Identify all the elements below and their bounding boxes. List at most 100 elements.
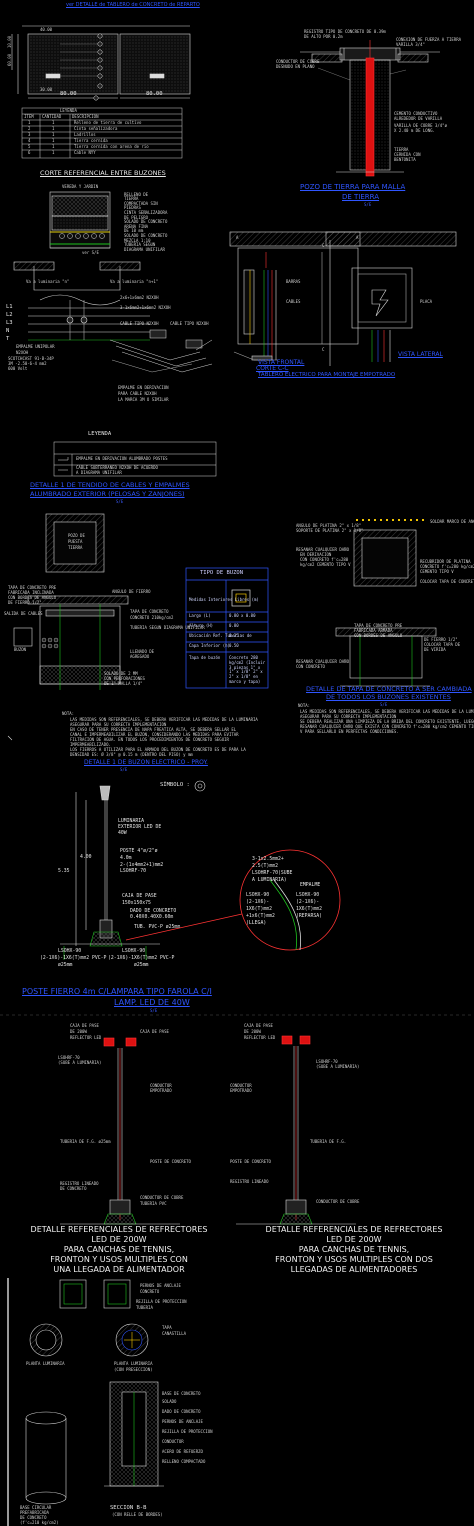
reflector-left-label: CONDUCTOR <box>150 1083 172 1088</box>
buzon-left-label: SALIDA DE CABLES <box>4 611 43 616</box>
buzon-right-drawing <box>335 519 437 687</box>
ground-well-label: DESNUDO EN PLANO <box>276 64 315 69</box>
buzon-left-note: CANAL E IMPERMEABILIZAR EL BUZON, CONSID… <box>70 732 239 737</box>
wiring-label: N2XOH <box>16 350 29 355</box>
leyenda-small-title: LEYENDA <box>88 431 112 437</box>
corte-buzones-label: TIERRA <box>124 196 139 202</box>
pole-label: TUB. PVC-P ø25mm <box>134 925 181 930</box>
buzon-lid-text-1: POZO DE <box>68 533 85 538</box>
pole-detail-label: 3-1x2.5mm2+ <box>252 857 284 862</box>
buzon-left-scale: S/E <box>120 767 128 772</box>
buzon-right-scale: S/E <box>380 702 388 707</box>
reflector-right-label: CONDUCTOR <box>230 1083 252 1088</box>
base-label: ACERO DE REFUERZO <box>162 1449 203 1454</box>
buzon-left-note: LAS MEDIDAS SON REFERENCIALES, SE DEBERA… <box>70 717 258 722</box>
pole-detail-label: LSOHRF-70(SUBE <box>252 871 293 876</box>
buzon-right-label: CON BORDES DE ANGULO <box>354 633 403 638</box>
pole-detail-label: +1x6(T)mm2 <box>246 914 275 919</box>
corte-buzones-label: PIEDRAS <box>124 205 141 211</box>
tablero-title-front: VISTA FRONTAL <box>258 359 305 366</box>
corte-buzones-label: TUBERIA SEGUN <box>124 242 156 248</box>
reflector-left-caption-4: FRONTON Y USOS MULTIPLES CON <box>50 1255 188 1264</box>
buzon-left-note: IMPERMEABILIZADO. <box>70 742 111 747</box>
wiring-label: 600 Volt <box>8 366 28 371</box>
reflector-right-caption-3: PARA CANCHAS DE TENNIS, <box>298 1245 410 1254</box>
buzon-table-row-label: Ubicación Ref. Tuberías de <box>189 633 252 638</box>
buzon-right-note: ASEGURAR PARA SU CORRECTA IMPLEMENTACION <box>300 714 397 719</box>
pole-label: ø25mm <box>134 963 149 968</box>
legend-row-qty: 1 <box>52 126 55 131</box>
pole-label: 5.35 <box>58 869 70 874</box>
buzon-left-note: LOS FIERROS A UTILIZAR PARA EL ARMADO DE… <box>70 747 246 752</box>
reflector-right-label: CONDUCTOR DE COBRE <box>316 1199 360 1204</box>
reflector-left-label: TUBERIA DE F.G. ø25mm <box>60 1139 111 1144</box>
buzon-lid-text-3: TIERRA <box>68 545 83 550</box>
tablero-caption: TABLERO ELECTRICO PARA MONTAJE EMPOTRADO <box>258 372 396 378</box>
buzon-right-note: SE DEBERA REALIZAR UNA LIMPIEZA DE LA BR… <box>300 719 474 724</box>
buzon-left-label: BUZON <box>14 647 27 652</box>
base-label: CANASTILLA <box>162 1331 187 1336</box>
pole-label: 0.40X0.40X0.60m <box>130 915 174 920</box>
reflector-right-label: CAJA DE PASE <box>244 1023 273 1028</box>
ground-well-label: ALREDEDOR DE VARILLA <box>394 116 443 121</box>
buzon-right-label: TAPA DE CONCRETO PRE <box>354 623 403 628</box>
legend-row-desc: Cinta señalizadora <box>74 126 118 131</box>
reflector-left-label: REGISTRO LINEADO <box>60 1181 99 1186</box>
pole-detail-label: LSOHX-90 <box>246 893 270 898</box>
ground-well-label: REGISTRO TIPO DE CONCRETO DE 0.39m <box>304 29 386 34</box>
buzon-left-label: CON PERFORACIONES <box>104 676 145 681</box>
wiring-label: EMPALME EN DERIVACION <box>118 385 169 390</box>
base-label: DADO DE CONCRETO <box>162 1409 201 1414</box>
pole-detail-label: 1X6(T)mm2 <box>296 907 322 912</box>
buzon-left-note: FILTRACION DE AGUA. EN TODOS LOS PROCEDI… <box>70 737 229 742</box>
pole-label: (2-1X6)-1X6(T)mm2 PVC-P <box>40 956 107 961</box>
reflector-left-caption-5: UNA LLEGADA DE ALIMENTADOR <box>53 1265 185 1274</box>
leyenda-small-item-1: EMPALME EN DERIVACION ALUMBRADO POSTES <box>76 456 168 461</box>
legend-row-qty: 1 <box>52 138 55 143</box>
pole-drawing <box>60 780 206 960</box>
buzon-left-section <box>7 595 129 741</box>
base-label: REJILLA DE PROTECCION <box>136 1299 187 1304</box>
tablero-label: A <box>236 235 239 240</box>
reflector-right-label: DE 200W <box>244 1029 261 1034</box>
base-left-label: (f'c=210 kg/cm2) <box>20 1520 59 1525</box>
tablero-title-front-2: CORTE C-C <box>256 365 289 372</box>
reflector-right-label: (SUBE A LUMINARIA) <box>316 1064 360 1069</box>
base-label: PERNOS DE ANCLAJE <box>162 1419 203 1424</box>
pole-label: 40W <box>118 831 127 836</box>
reflector-left-label: DE CONCRETO <box>60 1186 87 1191</box>
pole-label: 150x150x75 <box>122 901 151 906</box>
tablero-label: PLACA <box>420 299 433 304</box>
buzon-left-label: ANGULO DE FIERRO <box>112 589 151 594</box>
reflector-left-label: (SUBE A LUMINARIA) <box>58 1060 102 1065</box>
top-link-title[interactable]: ver DETALLE de TABLERO de CONCRETO de RE… <box>66 2 200 8</box>
pole-detail-label: LSOHX-90 <box>296 893 320 898</box>
ground-well-scale: S/E <box>364 202 372 207</box>
corte-buzones-label: DE PELIGRO <box>124 214 149 220</box>
legend-row-desc: Tierra cernida con arena de rio <box>74 144 149 149</box>
wiring-label: 3M -2.50-6-4 mm2 <box>8 361 47 366</box>
cable-derivation-sketch <box>109 329 213 373</box>
ground-well-title-1: POZO DE TIERRA PARA MALLA <box>300 183 406 191</box>
pit-dim-bottom-2: 80.00 <box>60 91 77 97</box>
buzon-left-title: DETALLE 1 DE BUZON ELECTRICO - PROY. <box>84 759 208 766</box>
ground-well-drawing <box>300 40 440 177</box>
pole-detail-circle <box>125 849 341 951</box>
pit-dim-side-2: 10.00 <box>7 35 13 49</box>
tablero-label: C <box>322 347 325 352</box>
pole-detail-label: 1X6(T)mm2 <box>246 907 272 912</box>
pit-section-drawing <box>11 25 191 101</box>
base-left-label: BASE CIRCULAR <box>20 1505 52 1510</box>
reflector-left-label: DE 200W <box>70 1029 87 1034</box>
tablero-title-side: VISTA LATERAL <box>398 351 443 358</box>
base-details-drawing <box>7 1278 164 1526</box>
corte-buzones-title: CORTE REFERENCIAL ENTRE BUZONES <box>40 169 166 177</box>
buzon-right-label: DE VIRIDA <box>424 647 446 652</box>
reflector-right-drawing <box>236 1035 356 1225</box>
legend-row-desc: Relleno de tierra de cultivo <box>74 120 142 125</box>
corte-buzones-label: CINTA SEÑALIZADORA <box>124 210 168 215</box>
reflector-left-label: REFLECTOR LED <box>70 1035 102 1040</box>
detail-cables-title-1: DETALLE 1 DE TENDIDO DE CABLES Y EMPALME… <box>30 481 190 489</box>
base-planta-1: PLANTA LUMINARIA <box>26 1361 65 1366</box>
buzon-left-note: EN CASO DE TENER PRESENCIA DE NAPA FREAT… <box>70 727 237 732</box>
